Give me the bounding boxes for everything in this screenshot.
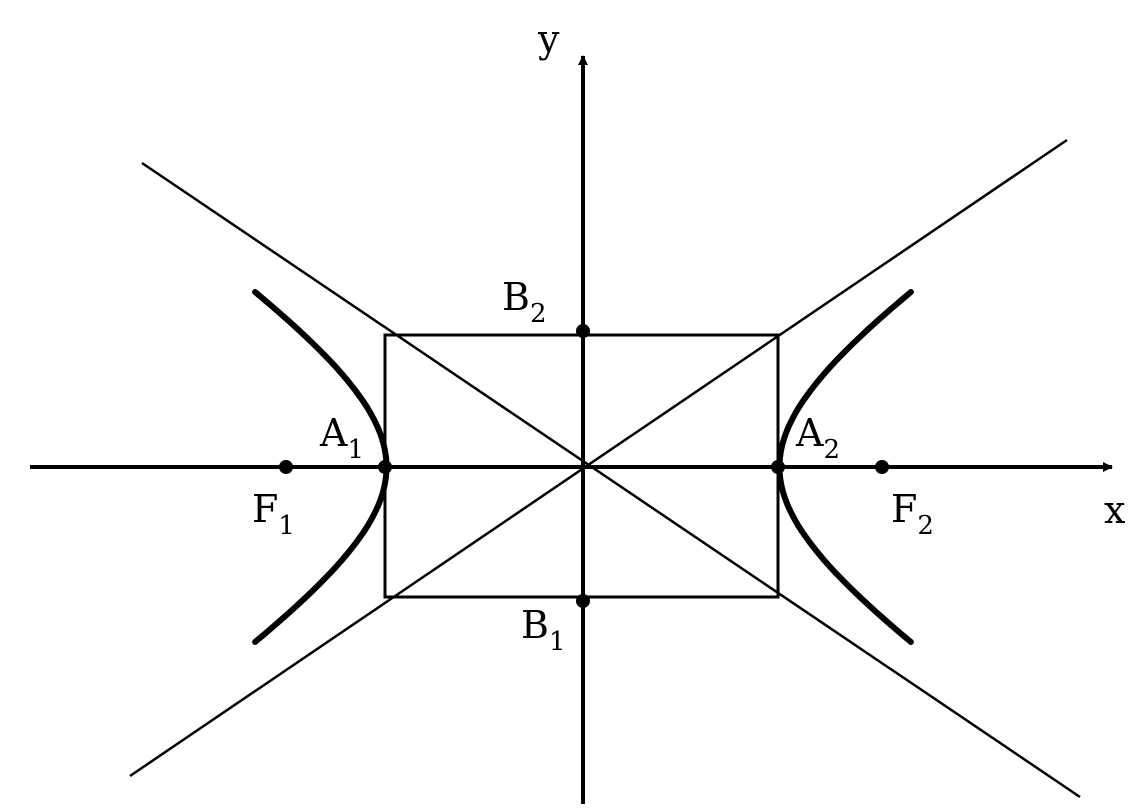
point-a1: [378, 460, 392, 474]
point-a2: [771, 460, 785, 474]
point-f1: [279, 460, 293, 474]
label-b2: B2: [502, 275, 546, 329]
x-axis-label: x: [1104, 488, 1125, 532]
point-f2: [875, 460, 889, 474]
label-a1: A1: [319, 411, 364, 465]
point-b1: [576, 594, 590, 608]
asymptote-ascending: [129, 138, 1068, 778]
point-b2: [576, 324, 590, 338]
label-b1: B1: [521, 603, 565, 657]
y-axis-label: y: [537, 17, 560, 61]
label-f2: F2: [891, 487, 934, 541]
label-a2: A2: [795, 411, 840, 465]
asymptote-descending: [141, 161, 1081, 799]
label-f1: F1: [252, 487, 295, 541]
